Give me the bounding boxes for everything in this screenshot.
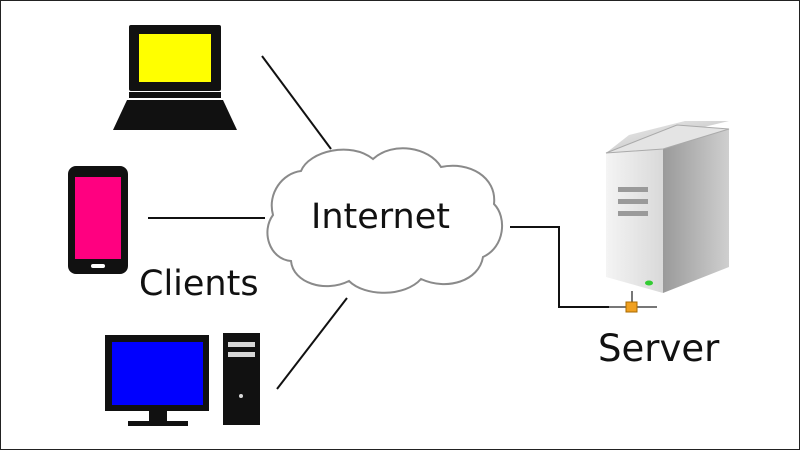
desktop-computer-icon [105, 333, 260, 426]
clients-label: Clients [139, 264, 259, 304]
smartphone-icon [68, 166, 128, 274]
network-connector-icon [609, 291, 657, 312]
server-link-line [510, 227, 609, 307]
internet-label: Internet [311, 197, 450, 237]
laptop-icon [113, 25, 237, 130]
server-label: Server [598, 327, 719, 370]
server-tower-icon [606, 121, 729, 293]
desktop-link-line [277, 298, 347, 389]
laptop-link-line [262, 56, 331, 149]
